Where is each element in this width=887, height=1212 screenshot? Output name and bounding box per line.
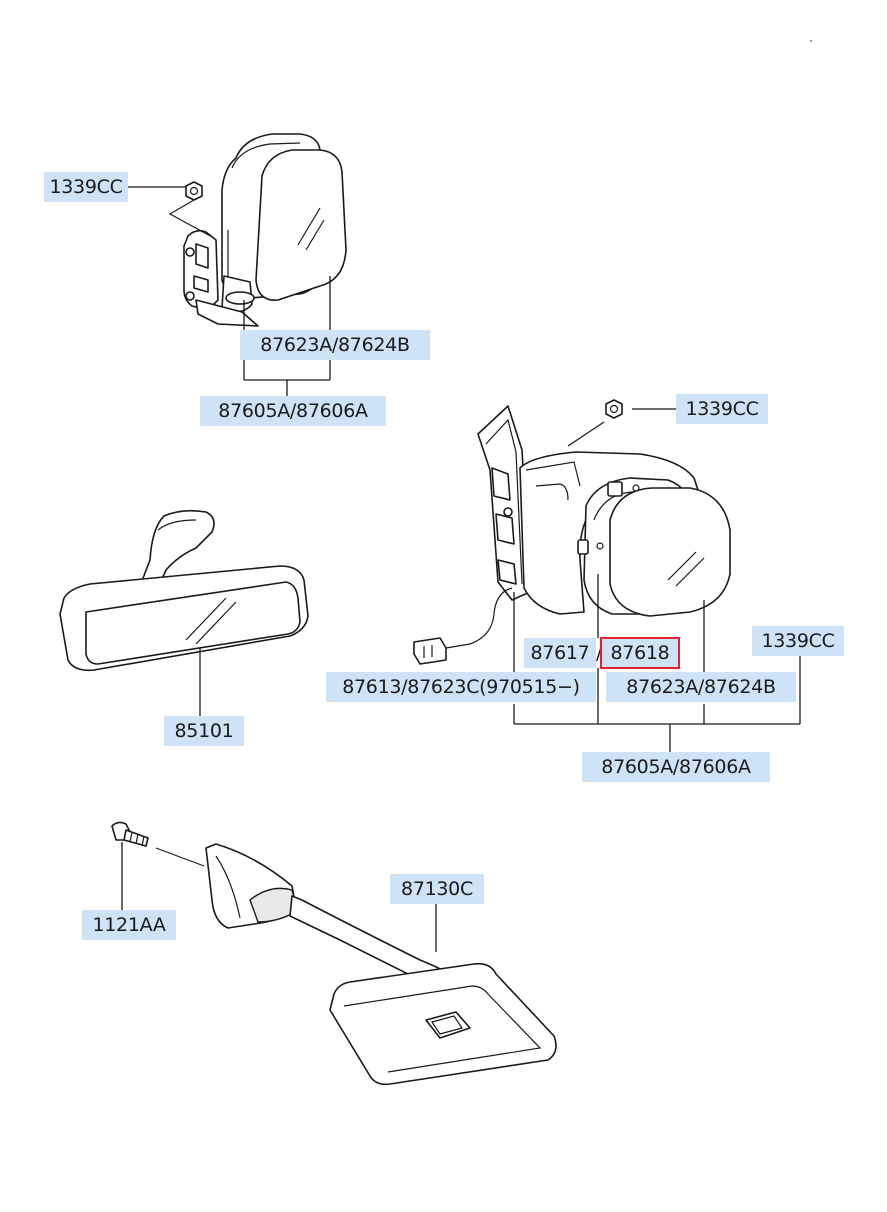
label-1339cc-right[interactable]: 1339CC (676, 394, 768, 424)
label-87617[interactable]: 87617 (524, 638, 596, 668)
label-1339cc-top[interactable]: 1339CC (44, 172, 128, 202)
label-87605a-87606a-top[interactable]: 87605A/87606A (200, 396, 386, 426)
label-1121aa[interactable]: 1121AA (82, 910, 176, 940)
label-87623a-87624b-top[interactable]: 87623A/87624B (240, 330, 430, 360)
top-door-mirror (126, 133, 347, 396)
speck (810, 40, 812, 42)
label-85101[interactable]: 85101 (164, 716, 244, 746)
fender-mirror (111, 821, 557, 1086)
label-87130c[interactable]: 87130C (390, 874, 484, 904)
right-power-mirror (413, 399, 801, 752)
label-87605a-87606a-right[interactable]: 87605A/87606A (582, 752, 770, 782)
label-87623a-87624b-right[interactable]: 87623A/87624B (606, 672, 796, 702)
label-87618-highlighted[interactable]: 87618 (600, 637, 680, 669)
inside-rearview-mirror (59, 509, 309, 716)
label-1339cc-right-2[interactable]: 1339CC (752, 626, 844, 656)
label-87613-87623c[interactable]: 87613/87623C(970515−) (326, 672, 596, 702)
label-separator: / (595, 642, 603, 664)
